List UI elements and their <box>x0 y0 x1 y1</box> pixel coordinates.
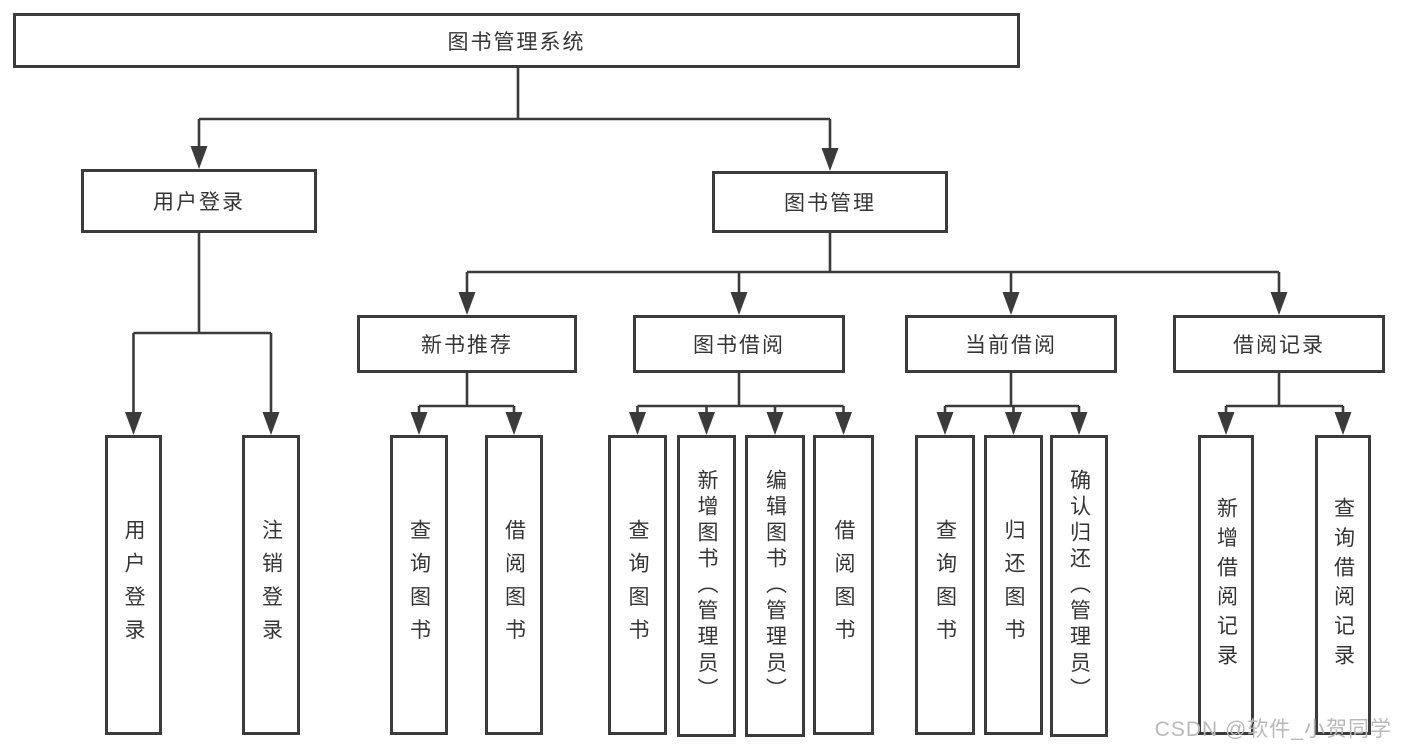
node-borrow-records-label: 借阅记录 <box>1233 334 1325 357</box>
node-user-login: 用户登录 <box>81 169 317 233</box>
leaf-borrow-books-label: 借阅图书 <box>832 518 855 652</box>
watermark: CSDN @软件_小贺同学 <box>1154 718 1392 741</box>
leaf-query-books-current: 查询图书 <box>915 435 975 735</box>
node-book-borrow: 图书借阅 <box>633 315 845 373</box>
leaf-query-borrow-record: 查询借阅记录 <box>1315 435 1371 735</box>
leaf-query-books-borrow-label: 查询图书 <box>626 518 649 652</box>
leaf-edit-book-admin-label: 编辑图书（管理员） <box>763 468 787 704</box>
leaf-add-book-admin: 新增图书（管理员） <box>677 435 736 737</box>
node-root-label: 图书管理系统 <box>447 30 586 54</box>
leaf-query-books-recommend: 查询图书 <box>390 435 448 735</box>
leaf-query-books-recommend-label: 查询图书 <box>407 518 431 652</box>
leaf-query-books-borrow: 查询图书 <box>608 435 667 735</box>
leaf-logout-login-label: 注销登录 <box>259 518 283 652</box>
node-new-book-recommend: 新书推荐 <box>357 315 577 373</box>
leaf-borrow-books-recommend: 借阅图书 <box>485 435 543 735</box>
node-current-borrow: 当前借阅 <box>905 315 1117 373</box>
node-book-management-label: 图书管理 <box>784 192 876 215</box>
leaf-confirm-return-admin-label: 确认归还（管理员） <box>1067 468 1091 704</box>
leaf-return-books-label: 归还图书 <box>1002 518 1025 652</box>
node-borrow-records: 借阅记录 <box>1173 315 1385 373</box>
leaf-query-borrow-record-label: 查询借阅记录 <box>1331 496 1355 674</box>
leaf-query-books-current-label: 查询图书 <box>933 518 957 652</box>
leaf-user-login: 用户登录 <box>105 435 162 735</box>
leaf-add-borrow-record-label: 新增借阅记录 <box>1214 496 1238 674</box>
leaf-edit-book-admin: 编辑图书（管理员） <box>745 435 805 737</box>
node-root: 图书管理系统 <box>13 13 1020 68</box>
leaf-return-books: 归还图书 <box>984 435 1043 735</box>
leaf-logout-login: 注销登录 <box>242 435 300 735</box>
node-new-book-recommend-label: 新书推荐 <box>421 334 513 357</box>
node-book-management: 图书管理 <box>712 171 948 233</box>
leaf-borrow-books: 借阅图书 <box>813 435 874 735</box>
node-user-login-label: 用户登录 <box>153 191 245 214</box>
node-current-borrow-label: 当前借阅 <box>965 334 1057 357</box>
leaf-add-book-admin-label: 新增图书（管理员） <box>695 468 718 704</box>
leaf-borrow-books-recommend-label: 借阅图书 <box>502 518 526 652</box>
node-book-borrow-label: 图书借阅 <box>693 334 785 357</box>
leaf-user-login-label: 用户登录 <box>122 518 145 652</box>
leaf-add-borrow-record: 新增借阅记录 <box>1198 435 1254 735</box>
leaf-confirm-return-admin: 确认归还（管理员） <box>1050 435 1108 737</box>
